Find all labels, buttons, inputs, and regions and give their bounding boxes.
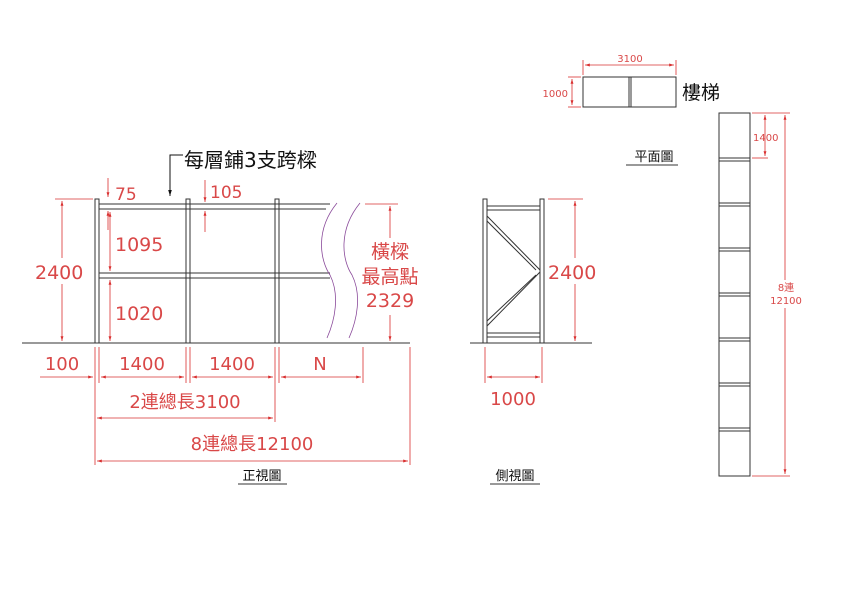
beam-max-value: 2329 [366, 290, 414, 312]
beam-max-label-1: 橫樑 [371, 241, 409, 263]
bay-dividers [719, 157, 750, 432]
total-label: 8連 [778, 281, 794, 294]
plan-view: 3100 1000 樓梯 平面圖 1400 8連 12100 [543, 54, 804, 477]
dim-upper-level: 1095 [115, 234, 163, 256]
stair-width: 3100 [617, 54, 642, 65]
beam-max-label-2: 最高點 [361, 266, 418, 288]
stair-depth: 1000 [543, 89, 568, 100]
front-view-title: 正視圖 [242, 469, 281, 484]
beam-note: 每層鋪3支跨樑 [184, 148, 317, 172]
side-view: 2400 1000 側視圖 [470, 198, 596, 485]
dim-top-gap: 75 [115, 185, 137, 205]
side-view-title: 側視圖 [495, 469, 534, 484]
front-view: 每層鋪3支跨樑 2400 75 1095 1020 105 橫樑 最高點 232… [22, 148, 419, 485]
dim-left-offset: 100 [45, 354, 79, 375]
racking-plan-outline [718, 112, 751, 477]
dim-height-2400: 2400 [35, 262, 83, 284]
break-lines [321, 202, 361, 339]
note-leader-arrow [168, 154, 183, 196]
plan-view-title: 平面圖 [634, 150, 673, 165]
dim-span-n: N [313, 354, 326, 375]
bay-dim: 1400 [753, 133, 778, 144]
dim-beam-gap: 105 [210, 183, 242, 203]
dim-span-2: 1400 [209, 354, 255, 375]
side-dim-height: 2400 [548, 262, 596, 284]
dim-two-bay-total: 2連總長3100 [129, 392, 240, 413]
dim-eight-bay-total: 8連總長12100 [191, 434, 314, 455]
posts [94, 198, 280, 344]
dim-span-1: 1400 [119, 354, 165, 375]
beams [99, 203, 330, 279]
side-dim-depth: 1000 [490, 389, 536, 410]
stair-label: 樓梯 [682, 82, 720, 104]
dim-lower-level: 1020 [115, 303, 163, 325]
extension-lines [94, 347, 411, 465]
total-value: 12100 [770, 296, 802, 307]
